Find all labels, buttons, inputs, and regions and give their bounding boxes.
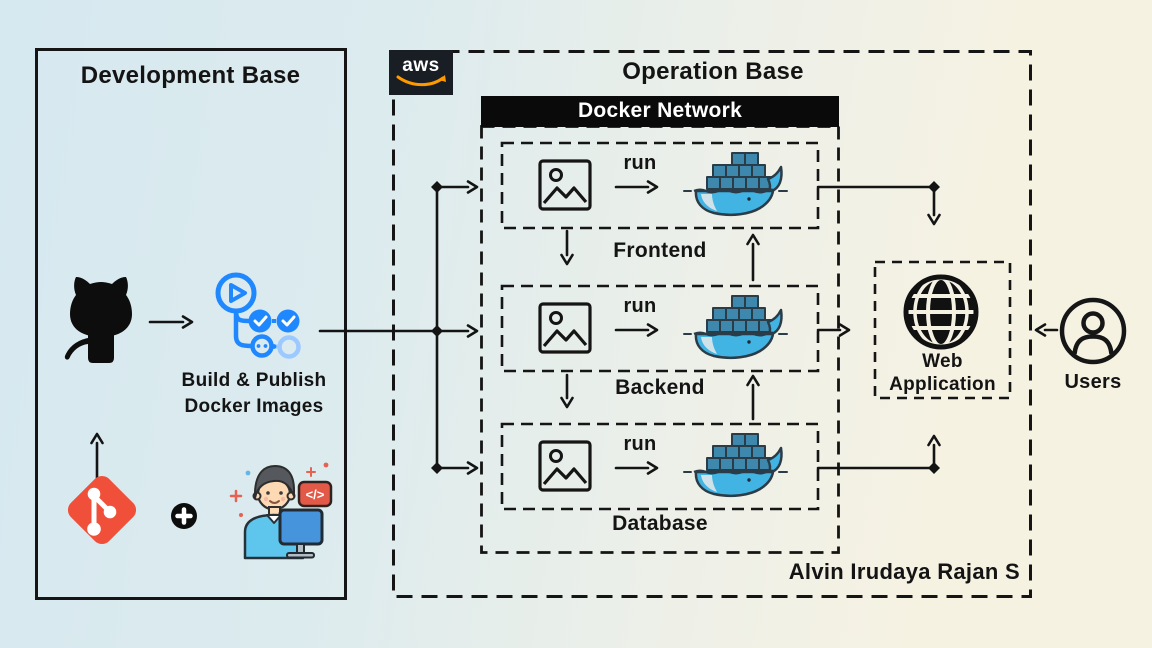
globe-icon bbox=[903, 274, 979, 350]
pipeline-caption-line1: Build & Publish bbox=[181, 370, 327, 391]
users-label: Users bbox=[1064, 371, 1122, 393]
container-image-icon bbox=[538, 159, 592, 211]
container-image-icon bbox=[538, 440, 592, 492]
aws-logo: aws bbox=[389, 50, 453, 95]
aws-smile-icon bbox=[396, 75, 446, 87]
docker-whale-icon bbox=[683, 295, 788, 360]
development-base-title: Development Base bbox=[80, 62, 301, 89]
plus-icon bbox=[171, 503, 197, 529]
github-octocat-icon bbox=[64, 277, 132, 363]
run-label-database: run bbox=[623, 433, 657, 455]
github-actions-icon bbox=[215, 272, 301, 359]
database-label: Database bbox=[612, 512, 708, 535]
operation-base-title: Operation Base bbox=[622, 58, 804, 85]
author-signature: Alvin Irudaya Rajan S bbox=[788, 559, 1020, 584]
web-application-label: Web Application bbox=[877, 351, 1008, 397]
container-image-icon bbox=[538, 302, 592, 354]
developer-icon: </> bbox=[229, 462, 333, 560]
run-label-frontend: run bbox=[623, 152, 657, 174]
docker-whale-icon bbox=[683, 433, 788, 498]
developer-code-tag: </> bbox=[306, 487, 325, 502]
web-application-label-line2: Application bbox=[889, 373, 996, 395]
aws-logo-label: aws bbox=[402, 55, 440, 76]
users-icon bbox=[1059, 297, 1127, 365]
run-label-backend: run bbox=[623, 295, 657, 317]
frontend-label: Frontend bbox=[613, 239, 707, 262]
backend-label: Backend bbox=[615, 376, 705, 399]
docker-whale-icon bbox=[683, 152, 788, 217]
git-icon bbox=[67, 475, 137, 545]
pipeline-caption: Build & Publish Docker Images bbox=[168, 368, 340, 420]
pipeline-caption-line2: Docker Images bbox=[184, 396, 324, 418]
web-application-label-line1: Web bbox=[922, 351, 963, 372]
docker-network-title: Docker Network bbox=[577, 99, 743, 122]
